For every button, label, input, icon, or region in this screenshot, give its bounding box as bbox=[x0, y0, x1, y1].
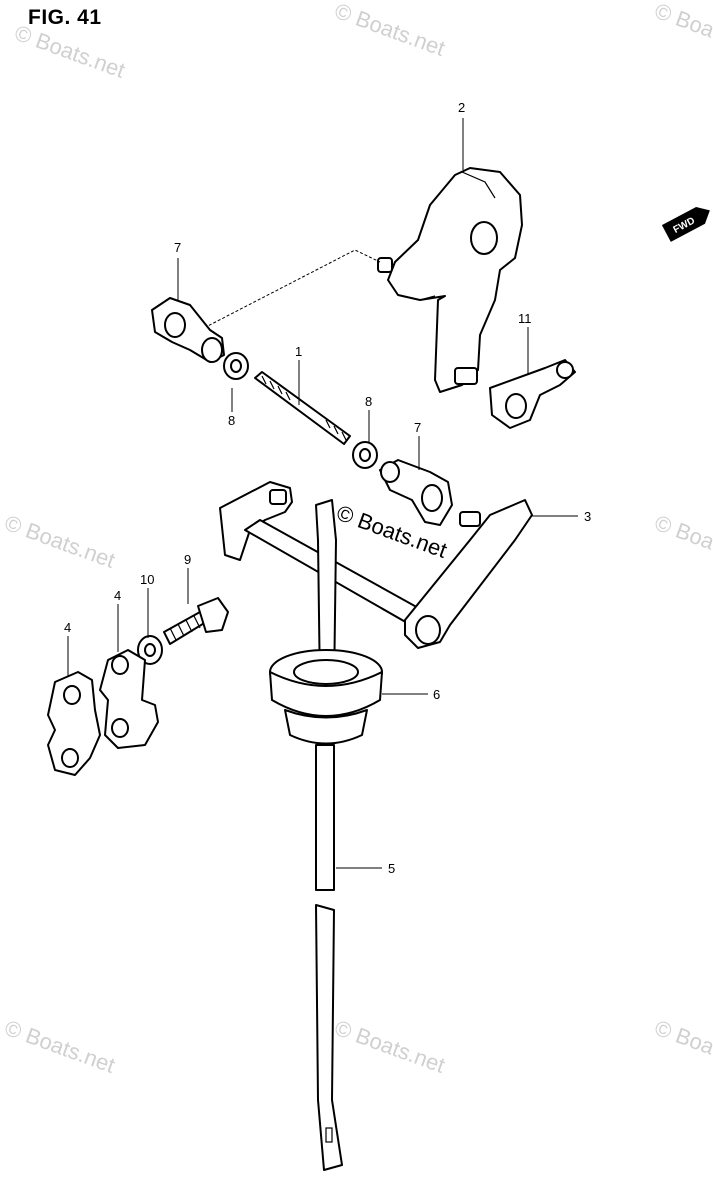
callout-2: 2 bbox=[458, 100, 465, 115]
part-5-shift-rod bbox=[315, 499, 343, 1171]
callout-5: 5 bbox=[388, 861, 395, 876]
part-10-washer bbox=[137, 635, 163, 665]
part-1-threaded-rod bbox=[254, 371, 351, 445]
callout-4-left: 4 bbox=[64, 620, 71, 635]
callout-10: 10 bbox=[140, 572, 154, 587]
callout-4-right: 4 bbox=[114, 588, 121, 603]
forward-arrow-icon: FWD bbox=[661, 206, 710, 242]
part-4-bracket-left bbox=[47, 671, 101, 776]
callout-7-upper: 7 bbox=[174, 240, 181, 255]
part-6-grommet bbox=[269, 649, 383, 745]
callout-6: 6 bbox=[433, 687, 440, 702]
part-3-shift-shaft-lever bbox=[219, 481, 533, 649]
figure-title: FIG. 41 bbox=[28, 6, 102, 29]
callout-7-lower: 7 bbox=[414, 420, 421, 435]
part-11-ball-joint bbox=[489, 359, 576, 429]
part-9-bolt bbox=[163, 597, 229, 645]
part-7-rod-end-upper bbox=[151, 297, 225, 363]
part-4-bracket-right bbox=[99, 649, 159, 749]
callout-11: 11 bbox=[518, 311, 532, 326]
part-8-nut-lower bbox=[352, 441, 378, 469]
part-8-nut-upper bbox=[223, 352, 249, 380]
part-2-bellcrank-lever bbox=[377, 167, 523, 393]
callout-8-lower: 8 bbox=[365, 394, 372, 409]
callout-8-upper: 8 bbox=[228, 413, 235, 428]
callout-3: 3 bbox=[584, 509, 591, 524]
part-7-rod-end-lower bbox=[379, 459, 453, 526]
callout-1: 1 bbox=[295, 344, 302, 359]
callout-9: 9 bbox=[184, 552, 191, 567]
